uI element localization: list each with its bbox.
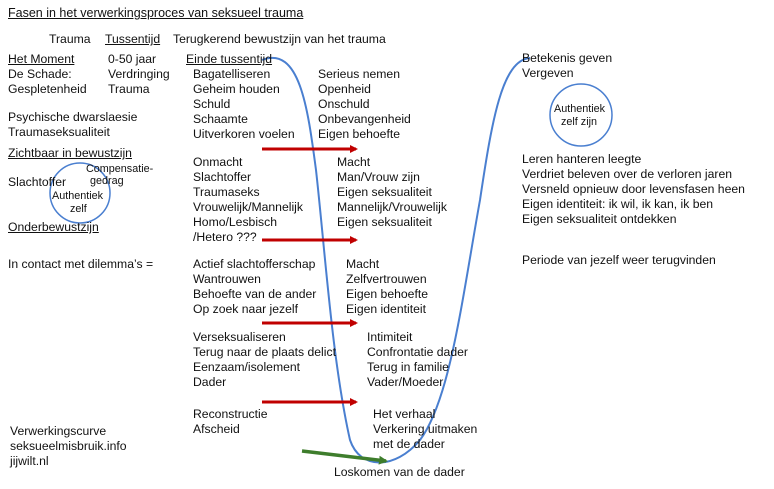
label-authentiek-right-1: Authentiek bbox=[554, 103, 606, 115]
group3-left-item: Actief slachtofferschap bbox=[193, 257, 316, 271]
group1-right-item: Onbevangenheid bbox=[318, 112, 411, 126]
authentiek-circle-right bbox=[549, 83, 613, 147]
label-gespletenheid: Gespletenheid bbox=[8, 82, 87, 96]
label-het-moment: Het Moment bbox=[8, 52, 75, 66]
right-list-item: Verdriet beleven over de verloren jaren bbox=[522, 167, 733, 181]
group4-left-item: Eenzaam/isolement bbox=[193, 360, 301, 374]
group5-right-item: Verkering uitmaken bbox=[373, 422, 478, 436]
label-authentiek-right-2: zelf zijn bbox=[561, 116, 598, 128]
group1-right-item: Onschuld bbox=[318, 97, 370, 111]
group1-right-item: Eigen behoefte bbox=[318, 127, 400, 141]
group1-left-item: Uitverkoren voelen bbox=[193, 127, 295, 141]
group3-right-item: Macht bbox=[346, 257, 380, 271]
group4-right-item: Terug in familie bbox=[367, 360, 449, 374]
label-trauma: Trauma bbox=[108, 82, 150, 96]
right-list-item: Leren hanteren leegte bbox=[522, 152, 642, 166]
label-einde-tussentijd: Einde tussentijd bbox=[186, 52, 273, 66]
group1-left-item: Bagatelliseren bbox=[193, 67, 271, 81]
group4-right-item: Confrontatie dader bbox=[367, 345, 468, 359]
right-list-item: Eigen seksualiteit ontdekken bbox=[522, 212, 677, 226]
group5-left-item: Reconstructie bbox=[193, 407, 268, 421]
authentiek-circle-left bbox=[49, 162, 111, 224]
group2-left-item: Traumaseks bbox=[193, 185, 260, 199]
group4-left-item: Verseksualiseren bbox=[193, 330, 286, 344]
right-list-item: Eigen identiteit: ik wil, ik kan, ik ben bbox=[522, 197, 714, 211]
label-verdringing: Verdringing bbox=[108, 67, 170, 81]
group1-left-item: Schaamte bbox=[193, 112, 248, 126]
label-dilemmas: In contact met dilemma’s = bbox=[8, 257, 154, 271]
label-authentiek-2: zelf bbox=[70, 203, 87, 215]
header-trauma: Trauma bbox=[49, 32, 91, 46]
group2-left-item: Slachtoffer bbox=[193, 170, 252, 184]
label-slachtoffer: Slachtoffer bbox=[8, 175, 67, 189]
group5-left-item: Afscheid bbox=[193, 422, 240, 436]
group3-left-item: Wantrouwen bbox=[193, 272, 261, 286]
label-schade: De Schade: bbox=[8, 67, 72, 81]
group2-left-item: Onmacht bbox=[193, 155, 243, 169]
group3-right-item: Zelfvertrouwen bbox=[346, 272, 427, 286]
group4-left-item: Dader bbox=[193, 375, 227, 389]
group2-left-item: Vrouwelijk/Mannelijk bbox=[193, 200, 303, 214]
right-list-item: Versneld opnieuw door levensfasen heen bbox=[522, 182, 745, 196]
group3-right-item: Eigen identiteit bbox=[346, 302, 426, 316]
group2-right-item: Eigen seksualiteit bbox=[337, 185, 432, 199]
group4-right-item: Vader/Moeder bbox=[367, 375, 444, 389]
group1-left-item: Geheim houden bbox=[193, 82, 280, 96]
label-vergeven: Vergeven bbox=[522, 66, 574, 80]
label-dwarslaesie: Psychische dwarslaesie bbox=[8, 110, 138, 124]
label-betekenis-geven: Betekenis geven bbox=[522, 51, 613, 65]
loskomen-arrow bbox=[301, 449, 388, 465]
footer-line: seksueelmisbruik.info bbox=[10, 439, 127, 453]
group3-left-item: Behoefte van de ander bbox=[193, 287, 317, 301]
label-periode: Periode van jezelf weer terugvinden bbox=[522, 253, 716, 267]
footer-line: Verwerkingscurve bbox=[10, 424, 107, 438]
group4-right-item: Intimiteit bbox=[367, 330, 413, 344]
group2-left-item: Homo/Lesbisch bbox=[193, 215, 277, 229]
group4-left-item: Terug naar de plaats delict bbox=[193, 345, 336, 359]
group2-right-item: Macht bbox=[337, 155, 371, 169]
group3-right-item: Eigen behoefte bbox=[346, 287, 428, 301]
page-title: Fasen in het verwerkingsproces van seksu… bbox=[8, 6, 304, 20]
label-compensatie-1: Compensatie- bbox=[86, 163, 154, 175]
group2-right-item: Eigen seksualiteit bbox=[337, 215, 432, 229]
group1-right-item: Openheid bbox=[318, 82, 371, 96]
label-authentiek-1: Authentiek bbox=[52, 190, 104, 202]
label-compensatie-2: gedrag bbox=[90, 175, 124, 187]
label-traumaseksualiteit: Traumaseksualiteit bbox=[8, 125, 110, 139]
group3-left-item: Op zoek naar jezelf bbox=[193, 302, 299, 316]
group2-right-item: Man/Vrouw zijn bbox=[337, 170, 420, 184]
group2-left-item: /Hetero ??? bbox=[193, 230, 257, 244]
label-onderbewustzijn: Onderbewustzijn bbox=[8, 220, 99, 234]
group1-right-item: Serieus nemen bbox=[318, 67, 400, 81]
group5-right-item: met de dader bbox=[373, 437, 445, 451]
group1-left-item: Schuld bbox=[193, 97, 231, 111]
label-loskomen: Loskomen van de dader bbox=[334, 465, 465, 479]
label-zichtbaar: Zichtbaar in bewustzijn bbox=[8, 146, 132, 160]
group5-right-item: Het verhaal bbox=[373, 407, 436, 421]
label-age: 0-50 jaar bbox=[108, 52, 157, 66]
footer-line: jijwilt.nl bbox=[10, 454, 49, 468]
group2-right-item: Mannelijk/Vrouwelijk bbox=[337, 200, 447, 214]
header-terugkerend: Terugkerend bewustzijn van het trauma bbox=[173, 32, 386, 46]
header-tussentijd: Tussentijd bbox=[105, 32, 161, 46]
